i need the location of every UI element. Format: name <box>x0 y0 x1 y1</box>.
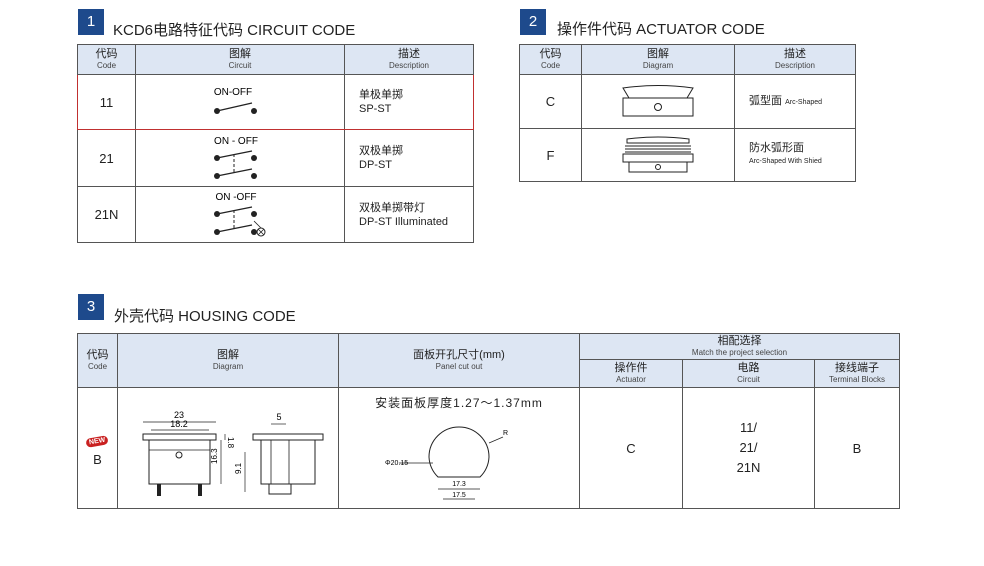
terminal-value: B <box>813 387 901 509</box>
circuit-value: 21/ <box>739 440 758 455</box>
dim-23: 23 <box>173 410 183 420</box>
actuator-value: C <box>579 387 683 509</box>
section2-number: 2 <box>520 9 546 35</box>
dim-width-2: 17.5 <box>452 492 466 499</box>
dim-r: R <box>503 430 508 437</box>
actuator-diagram-arc-shield <box>581 128 735 182</box>
row-code: B <box>93 451 102 467</box>
row-code: 11 <box>77 74 136 130</box>
circuit-diagram-spst: ON-OFF <box>135 74 345 130</box>
circuit-label: ON-OFF <box>214 87 252 98</box>
row-code: F <box>519 128 582 182</box>
dim-18-2: 18.2 <box>170 419 188 429</box>
row-code: C <box>519 74 582 129</box>
panel-cutout-cell: 安装面板厚度1.27～1.37mm Φ20.15 R 17.3 17.5 <box>338 387 580 509</box>
section3-title: 外壳代码 HOUSING CODE <box>114 308 296 325</box>
circuit-label: ON -OFF <box>215 192 256 203</box>
circuit-value: 11/ <box>739 420 758 435</box>
housing-diagram: 23 18.2 1.8 16.3 5 9.1 <box>117 387 339 509</box>
circuit-value: 21N <box>736 460 761 475</box>
section2-title: 操作件代码 ACTUATOR CODE <box>557 21 765 38</box>
dim-1-8: 1.8 <box>226 437 235 449</box>
section1-title: KCD6电路特征代码 CIRCUIT CODE <box>113 22 356 39</box>
table-row: NEW B 23 18.2 1.8 16.3 <box>77 387 901 509</box>
panel-thickness-note: 安装面板厚度1.27～1.37mm <box>375 395 543 410</box>
circuit-values: 11/ 21/ 21N <box>682 387 815 509</box>
dim-16-3: 16.3 <box>210 448 219 464</box>
dim-width: 17.3 <box>452 481 466 488</box>
housing-code-cell: NEW B <box>77 387 118 509</box>
circuit-diagram-dpst-illuminated: ON -OFF <box>135 186 345 243</box>
table-row: C 弧型面 Arc-Shaped <box>519 74 856 129</box>
header-panel-cutout: 面板开孔尺寸(mm)Panel cut out <box>338 333 580 388</box>
row-code: 21N <box>77 186 136 243</box>
section3-number: 3 <box>78 294 104 320</box>
dim-9-1: 9.1 <box>234 462 243 474</box>
actuator-diagram-arc <box>581 74 735 129</box>
row-description: 弧型面 Arc-Shaped <box>734 74 856 129</box>
circuit-label: ON - OFF <box>214 136 258 147</box>
dim-5: 5 <box>276 412 281 422</box>
dim-phi: Φ20.15 <box>385 460 408 467</box>
row-code: 21 <box>77 129 136 187</box>
circuit-diagram-dpst: ON - OFF <box>135 129 345 187</box>
section1-number: 1 <box>78 9 104 35</box>
new-badge: NEW <box>85 434 110 448</box>
